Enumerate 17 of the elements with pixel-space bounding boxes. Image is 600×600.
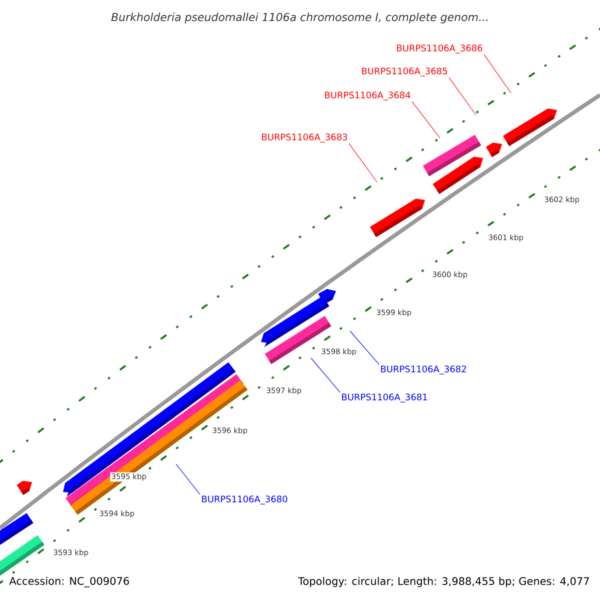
leader-line — [484, 54, 512, 94]
gene-label: BURPS1106A_3683 — [262, 134, 348, 142]
leader-line — [448, 77, 476, 116]
genome-summary: Topology: circular; Length: 3,988,455 bp; Genes: 4,077 — [298, 576, 589, 588]
leader-line — [176, 464, 200, 495]
leader-line — [348, 143, 378, 182]
gene-label: BURPS1106A_3685 — [362, 68, 448, 76]
title: Burkholderia pseudomallei 1106a chromosome I, complete genom... — [111, 12, 488, 24]
leader-line — [412, 101, 440, 138]
leader-line — [310, 358, 340, 393]
gene-label: BURPS1106A_3682 — [381, 366, 466, 374]
gene-label: BURPS1106A_3681 — [342, 394, 427, 402]
gene-label: BURPS1106A_3680 — [202, 496, 288, 504]
gene-label: BURPS1106A_3684 — [325, 92, 410, 100]
gene-label: BURPS1106A_3686 — [397, 44, 482, 54]
leader-line — [350, 330, 380, 365]
accession-text: Accession: NC_009076 — [9, 576, 129, 588]
